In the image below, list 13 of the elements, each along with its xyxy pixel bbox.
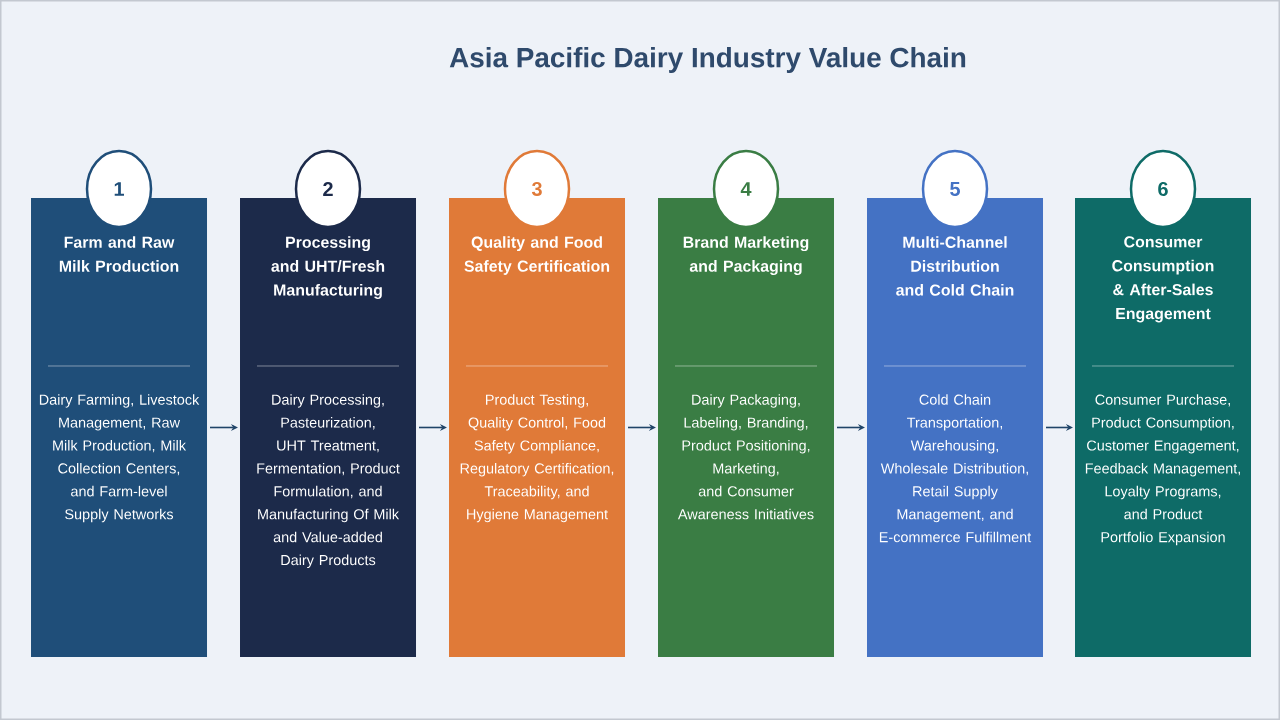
step-description: Dairy Packaging, Labeling, Branding, Product Positioning, Marketing, and Consumer Awareness Initiatives (677, 394, 814, 520)
step-description: Product Testing, Quality Control, Food Safety Compliance, Regulatory Certification, Traceability, and Hygiene Management (460, 394, 614, 523)
step-description: Dairy Processing, Pasteurization, UHT Treatment, Fermentation, Product Formulation, and Manufacturing Of Milk and Value-added Dairy Products (257, 394, 400, 569)
step-heading: Multi-Channel Distribution and Cold Chain (896, 236, 1014, 296)
title: Asia Pacific Dairy Industry Value Chain (449, 47, 966, 73)
step-description: Cold Chain Transportation, Warehousing, Wholesale Distribution, Retail Supply Management, and E-commerce Fulfillment (879, 394, 1032, 543)
step-heading: Processing and UHT/Fresh Manufacturing (271, 236, 385, 299)
step-description: Consumer Purchase, Product Consumption, Customer Engagement, Feedback Management, Loyalty Programs, and Product Portfolio Expansion (1085, 394, 1240, 546)
step-description: Dairy Farming, Livestock Management, Raw Milk Production, Milk Collection Centers, and Farm-level Supply Networks (39, 394, 200, 523)
step-heading: Consumer Consumption & After-Sales Engagement (1112, 236, 1214, 323)
step-heading: Brand Marketing and Packaging (683, 236, 809, 275)
step-heading: Quality and Food Safety Certification (464, 236, 610, 275)
step-heading: Farm and Raw Milk Production (59, 236, 179, 272)
